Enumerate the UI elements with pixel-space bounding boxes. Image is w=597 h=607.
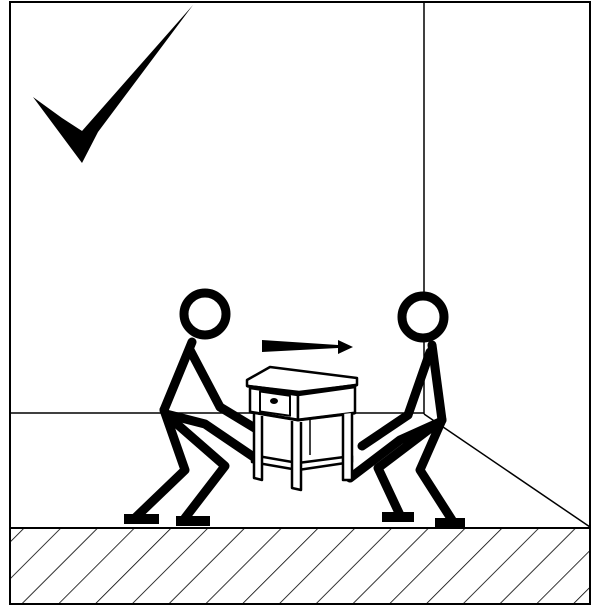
left-person-right-leg	[165, 413, 230, 523]
right-person-foot-1	[382, 512, 414, 522]
left-person-left-leg	[130, 405, 190, 523]
left-person-upper-arm	[185, 345, 225, 412]
nightstand	[245, 365, 359, 492]
left-person-head	[179, 288, 231, 340]
ground-hatch	[10, 528, 590, 604]
arrow-right-icon	[262, 340, 353, 354]
right-person-left-leg	[415, 415, 457, 525]
right-person-head	[397, 291, 449, 343]
right-person-upper-arm	[403, 347, 435, 420]
nightstand-lower-rail	[249, 410, 356, 422]
left-person-foot-1	[124, 514, 159, 524]
nightstand-top-edge	[246, 383, 358, 395]
floor-side-line	[423, 413, 591, 528]
checkmark-highlight	[66, 122, 82, 158]
drawer-knob	[270, 398, 278, 404]
right-person-torso	[427, 340, 447, 425]
nightstand-leg-front-left	[252, 414, 264, 482]
left-person-foot-2	[176, 516, 210, 526]
left-person-forearm	[215, 402, 263, 435]
left-person	[124, 288, 263, 526]
right-person	[345, 291, 465, 528]
left-person-back-arm	[161, 409, 263, 465]
right-person-forearm	[357, 410, 413, 451]
nightstand-leg-front-right	[290, 421, 303, 492]
nightstand-leg-back-right	[341, 413, 354, 482]
right-person-foot-2	[435, 518, 465, 528]
right-person-right-leg	[373, 419, 441, 520]
panel-border	[9, 1, 591, 605]
checkmark-icon	[33, 5, 193, 163]
